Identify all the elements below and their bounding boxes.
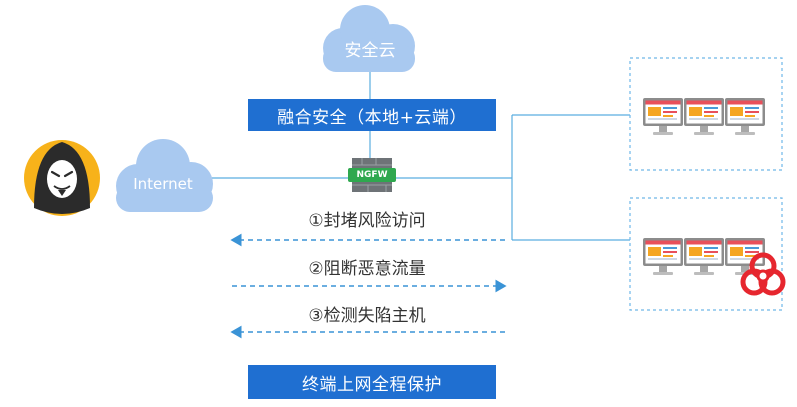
internet-cloud-label: Internet bbox=[133, 175, 193, 193]
security-cloud-label: 安全云 bbox=[344, 40, 396, 61]
terminal-group-top-monitors bbox=[643, 98, 765, 135]
endpoint-protection-banner: 终端上网全程保护 bbox=[248, 365, 496, 399]
monitor-icon bbox=[684, 98, 724, 135]
security-cloud-icon bbox=[323, 5, 415, 72]
terminal-group-bottom-monitors bbox=[643, 238, 765, 275]
firewall-brick-icon bbox=[348, 158, 396, 192]
hacker-icon bbox=[24, 140, 100, 216]
monitor-icon bbox=[643, 238, 683, 275]
internet-cloud-icon bbox=[116, 139, 213, 212]
firewall-label: NGFW bbox=[356, 170, 388, 180]
monitor-icon bbox=[643, 98, 683, 135]
monitor-icon bbox=[684, 238, 724, 275]
biohazard-icon bbox=[740, 252, 786, 296]
flow-label-1: ①封堵风险访问 bbox=[308, 210, 426, 231]
hybrid-security-banner: 融合安全（本地+云端） bbox=[248, 99, 496, 131]
monitor-icon bbox=[725, 98, 765, 135]
flow-label-2: ②阻断恶意流量 bbox=[308, 258, 426, 279]
flow-label-3: ③检测失陷主机 bbox=[308, 305, 426, 326]
